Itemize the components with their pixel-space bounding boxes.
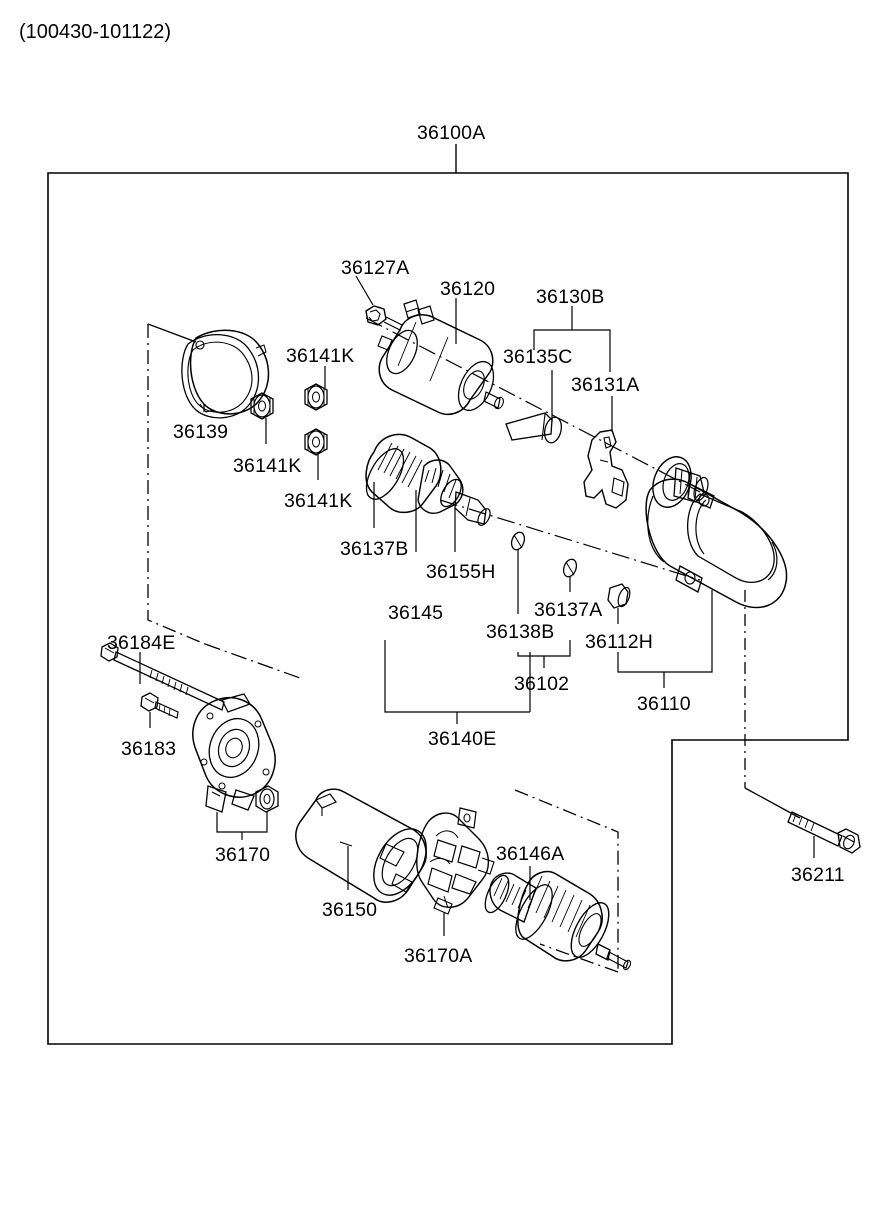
part-36141K-bushing-lower xyxy=(304,428,328,480)
part-label-36100A: 36100A xyxy=(417,122,486,144)
part-36146A-armature xyxy=(484,866,632,971)
part-label-36102: 36102 xyxy=(514,673,570,695)
part-label-36138B: 36138B xyxy=(486,621,555,643)
part-label-36141K-left: 36141K xyxy=(233,455,302,477)
page-header-model-range: (100430-101122) xyxy=(19,21,171,43)
part-36150-yoke xyxy=(295,788,427,903)
part-label-36137B: 36137B xyxy=(340,538,409,560)
part-label-36137A: 36137A xyxy=(534,599,603,621)
dashdot-bracket-right-group xyxy=(514,789,619,973)
part-36170-rear-bracket xyxy=(192,693,279,840)
part-36141K-bushing-upper xyxy=(304,366,328,411)
part-36110-drive-housing xyxy=(645,456,788,609)
bracket-36110-group xyxy=(617,596,713,688)
bracket-36130B-group xyxy=(533,306,611,372)
part-36138B-stopper-ring xyxy=(510,531,526,614)
part-label-36112H: 36112H xyxy=(585,631,654,653)
part-label-36139: 36139 xyxy=(173,421,229,443)
part-label-36130B: 36130B xyxy=(536,286,605,308)
part-label-36170A: 36170A xyxy=(404,945,473,967)
part-label-36140E: 36140E xyxy=(428,728,497,750)
part-label-36184E: 36184E xyxy=(107,632,176,654)
part-label-36146A: 36146A xyxy=(496,843,565,865)
part-label-36170: 36170 xyxy=(215,844,271,866)
part-36183-screw xyxy=(140,692,179,728)
part-label-36150: 36150 xyxy=(322,899,378,921)
part-label-36155H: 36155H xyxy=(426,561,496,583)
part-36211-mounting-bolt xyxy=(787,811,861,858)
part-36140E-drive-assembly xyxy=(365,433,531,724)
part-label-36141K-lower: 36141K xyxy=(284,490,353,512)
main-assembly-box xyxy=(47,144,849,1045)
part-label-36135C: 36135C xyxy=(503,346,573,368)
part-36141K-bushing-left xyxy=(250,392,274,444)
part-36135C-plunger-pin xyxy=(505,370,563,444)
part-label-36183: 36183 xyxy=(121,738,177,760)
part-36127A-nut xyxy=(355,275,403,331)
part-label-36110: 36110 xyxy=(637,693,691,715)
part-label-36127A: 36127A xyxy=(341,257,410,279)
part-label-36120: 36120 xyxy=(440,278,496,300)
part-36112H-bushing xyxy=(607,583,631,624)
part-36137A-snap-ring xyxy=(562,558,578,592)
part-36184E-through-bolt xyxy=(100,642,225,711)
part-36120-solenoid xyxy=(377,298,504,416)
bracket-36102-group xyxy=(517,640,571,668)
part-36170A-brush-holder xyxy=(416,807,495,936)
dashdot-bracket-left-group xyxy=(147,323,301,679)
part-36131A-shift-fork xyxy=(583,396,629,509)
assembly-centerline xyxy=(365,317,701,581)
part-label-36211: 36211 xyxy=(791,864,845,886)
part-label-36145: 36145 xyxy=(388,602,444,624)
dashdot-bolt-leader xyxy=(744,590,801,819)
part-36139-rear-cover xyxy=(181,329,270,419)
part-label-36131A: 36131A xyxy=(571,374,640,396)
part-label-36141K-upper: 36141K xyxy=(286,345,355,367)
